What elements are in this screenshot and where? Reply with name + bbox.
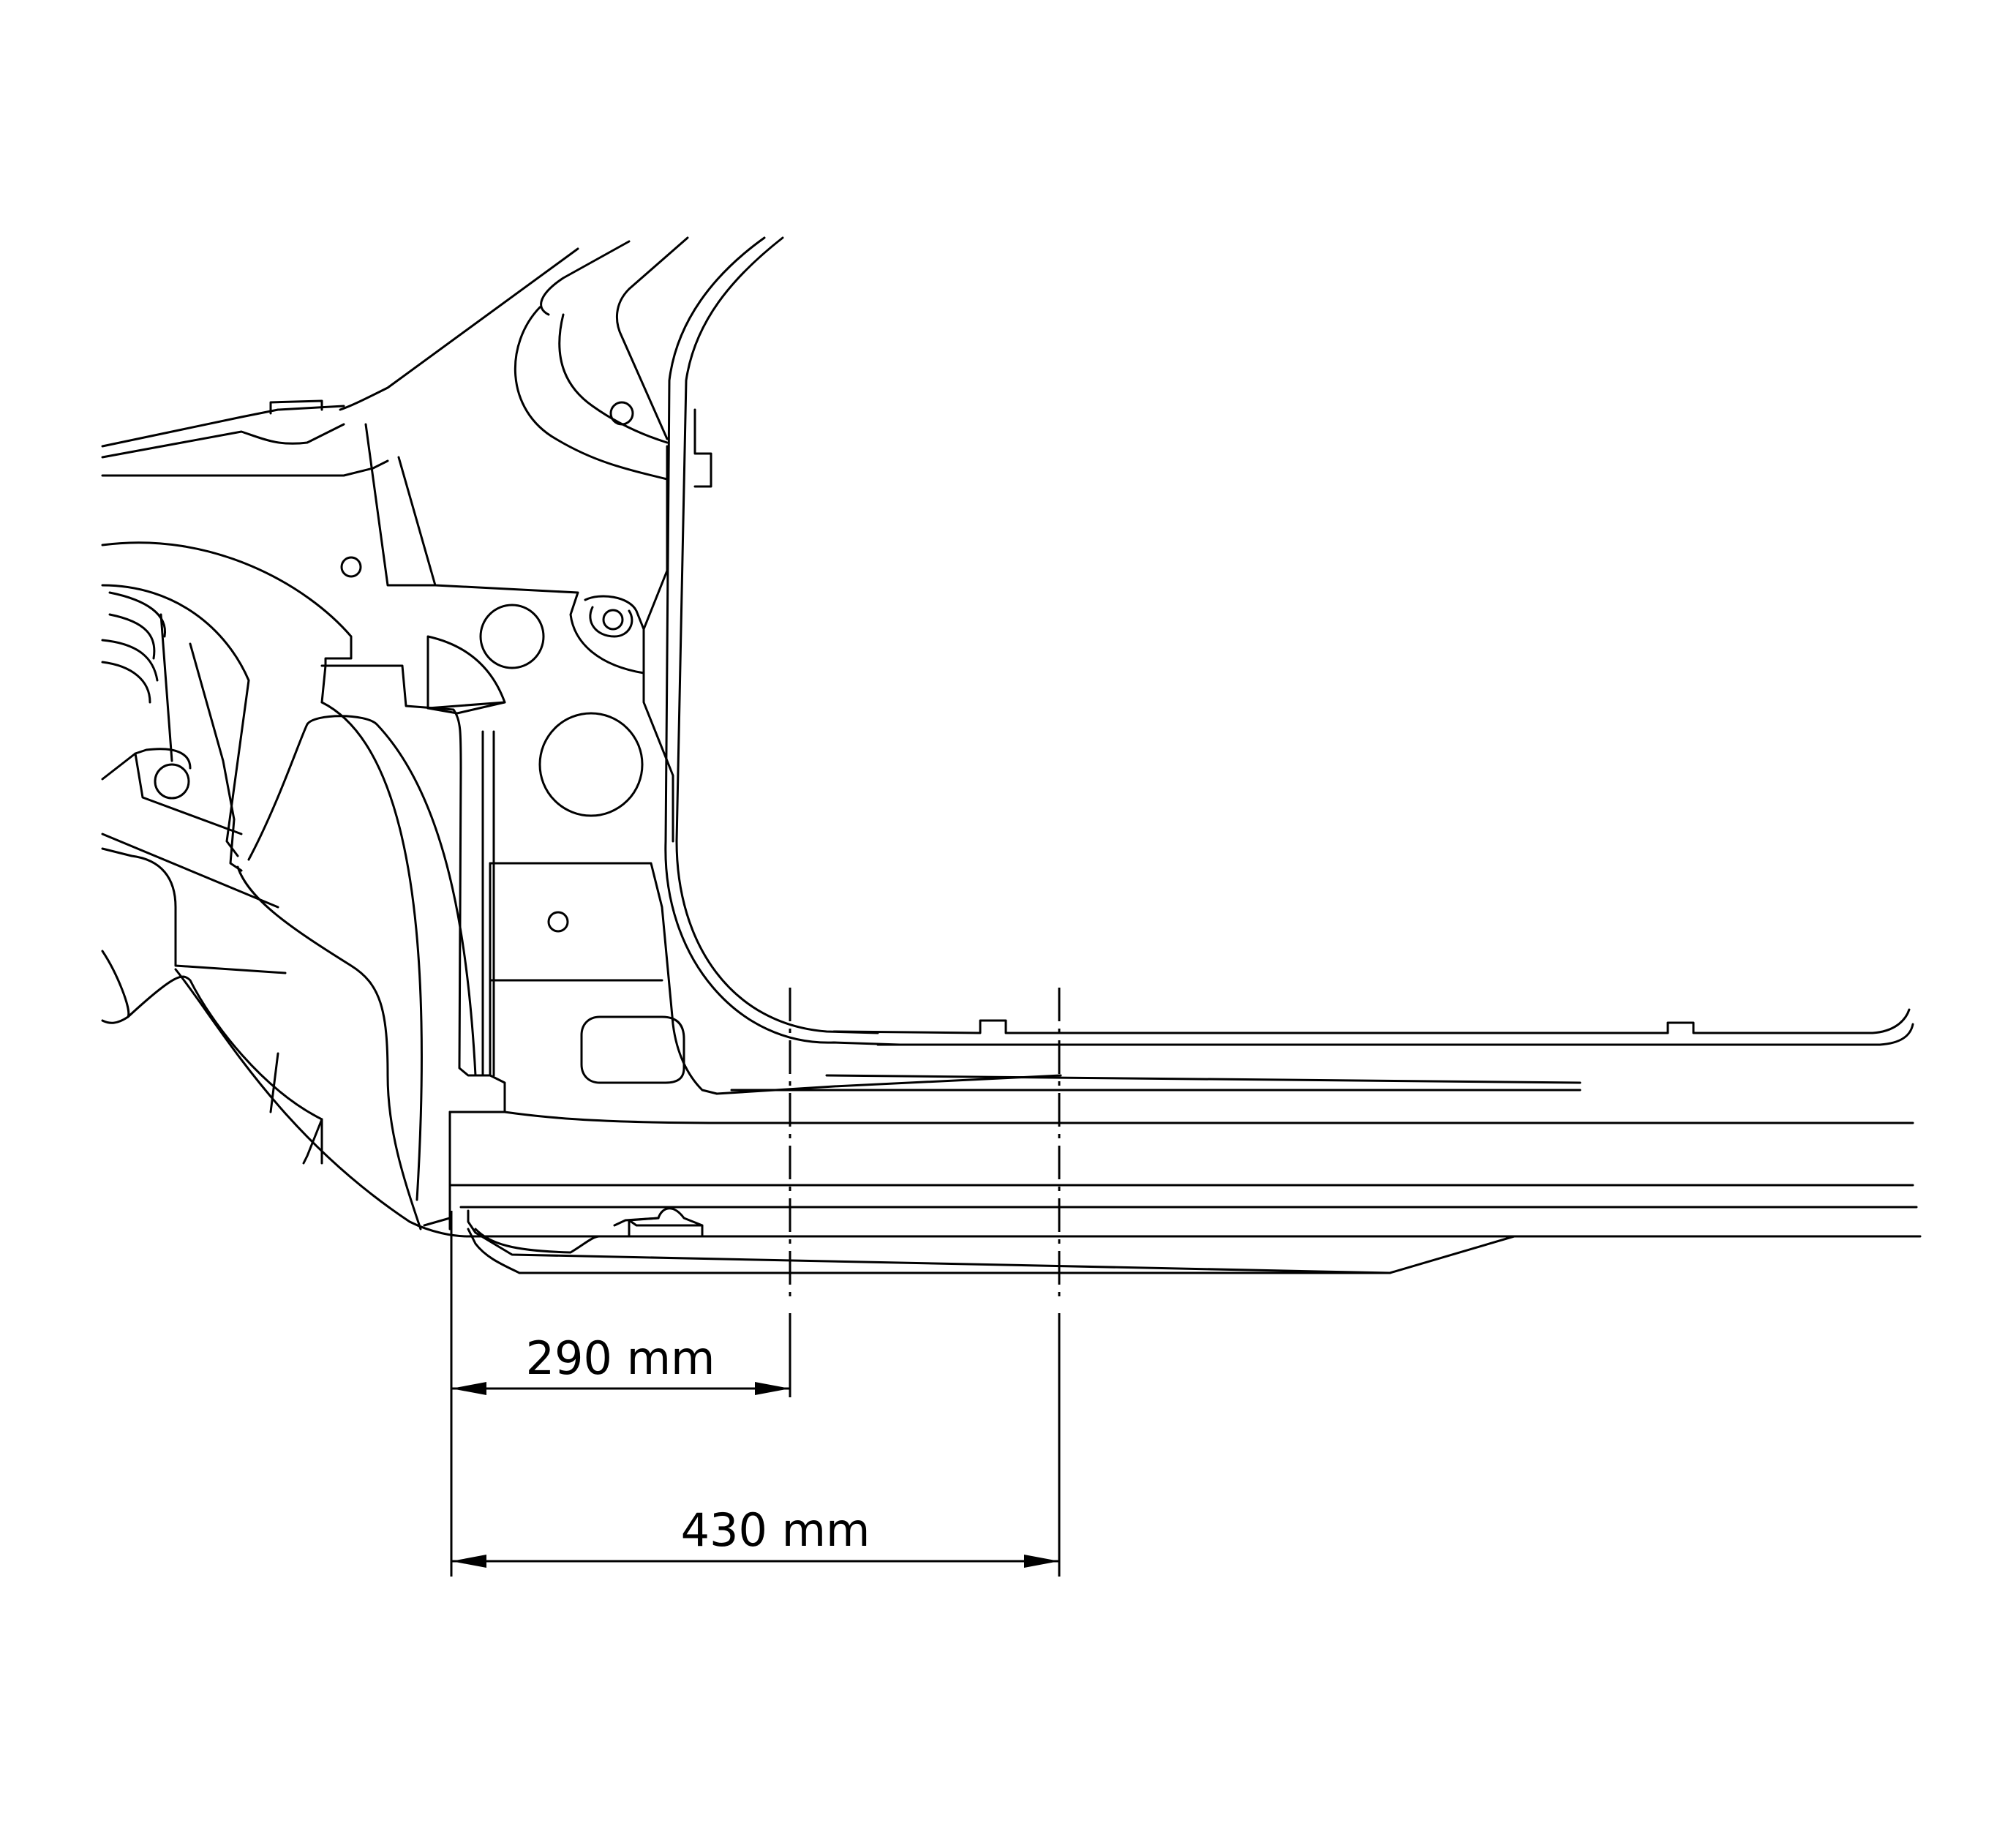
a-pillar [339, 236, 901, 1046]
dimension-annotations: 290 mm 430 mm [450, 1211, 1061, 1577]
lower-hinge-panel [489, 862, 718, 1095]
hinge-pillar-inner [426, 584, 645, 1077]
arrow-right-icon [1024, 1555, 1059, 1568]
cut-lines [789, 988, 1061, 1299]
wheel-house [101, 541, 506, 1238]
arrow-right-icon [755, 1382, 790, 1395]
arrow-left-icon [451, 1555, 486, 1568]
arrow-left-icon [451, 1382, 486, 1395]
dimension-label-290: 290 mm [526, 1331, 715, 1385]
dimension-label-430: 430 mm [681, 1503, 870, 1557]
rocker-sill [448, 1008, 1922, 1274]
cowl-panel [101, 399, 437, 587]
